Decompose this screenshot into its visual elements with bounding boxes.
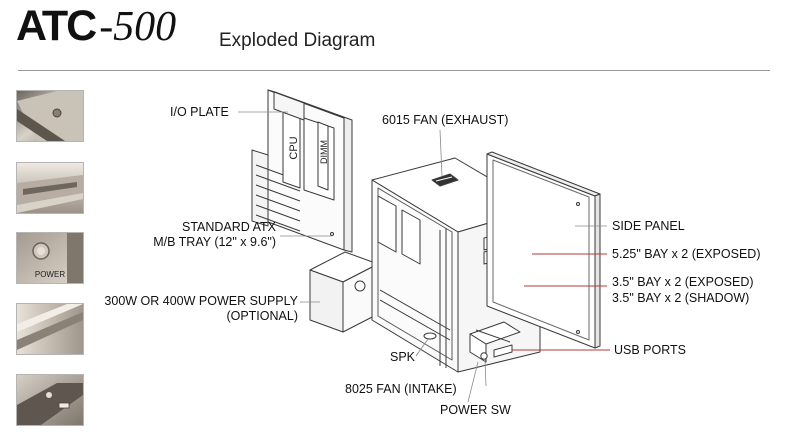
callout-mb-tray: STANDARD ATX M/B TRAY (12" x 9.6")	[112, 220, 276, 250]
side-panel	[486, 151, 601, 349]
drive-bay-icon	[17, 163, 83, 213]
logo: ATC-500	[16, 2, 176, 56]
model-number: -500	[99, 4, 177, 50]
psu-line-2: (OPTIONAL)	[226, 309, 298, 323]
mb-tray-line-2: M/B TRAY (12" x 9.6")	[153, 235, 276, 249]
panel-screw-icon	[17, 91, 83, 141]
mb-tray-line-1: STANDARD ATX	[182, 220, 276, 234]
motherboard-tray	[251, 89, 353, 253]
callout-io-plate: I/O PLATE	[170, 105, 229, 119]
callout-exhaust-fan: 6015 FAN (EXHAUST)	[382, 113, 509, 127]
callout-usb-ports: USB PORTS	[614, 343, 687, 357]
callout-power-switch: POWER SW	[440, 403, 511, 417]
usb-port-icon	[17, 375, 83, 425]
header-divider	[18, 70, 770, 71]
cpu-label: CPU	[288, 136, 300, 159]
callout-bay-35-exposed: 3.5" BAY x 2 (EXPOSED)	[612, 275, 754, 289]
psu-line-1: 300W OR 400W POWER SUPPLY	[104, 294, 298, 308]
dimm-label: DIMM	[319, 140, 329, 164]
callout-bay-35-shadow: 3.5" BAY x 2 (SHADOW)	[612, 291, 750, 305]
thumbnail-usb-port	[16, 374, 84, 426]
thumbnail-drive-bay	[16, 162, 84, 214]
page-subtitle: Exploded Diagram	[219, 30, 376, 51]
power-label: POWER	[34, 270, 66, 279]
io-plate	[273, 91, 305, 121]
callout-side-panel: SIDE PANEL	[612, 219, 685, 233]
thumbnail-panel-screw	[16, 90, 84, 142]
brand-name: ATC	[16, 2, 97, 50]
callout-power-supply: 300W OR 400W POWER SUPPLY (OPTIONAL)	[94, 294, 298, 324]
callout-intake-fan: 8025 FAN (INTAKE)	[345, 382, 457, 396]
power-supply	[309, 251, 379, 333]
power-button-icon	[17, 233, 83, 283]
thumbnail-front-panel	[16, 303, 84, 355]
callout-speaker: SPK	[390, 350, 416, 364]
callout-bay-525: 5.25" BAY x 2 (EXPOSED)	[612, 247, 761, 261]
thumbnail-power-button: POWER	[16, 232, 84, 284]
front-panel-icon	[17, 304, 83, 354]
